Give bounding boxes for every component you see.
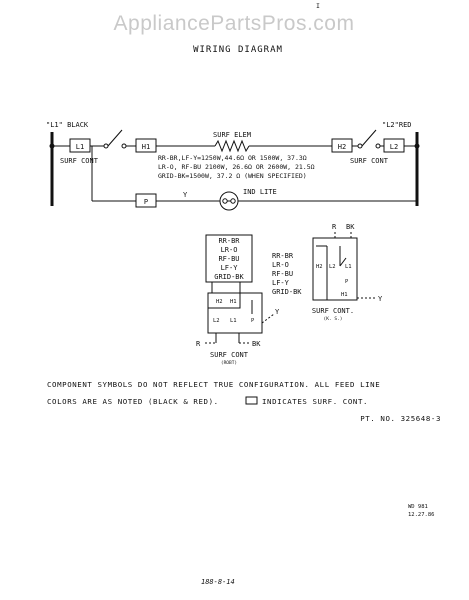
part-number: PT. NO. 325648-3 <box>360 414 441 423</box>
robt-legend-5: GRID-BK <box>214 273 244 281</box>
elem-spec-1: RR-BR,LF-Y=1250W,44.6Ω OR 1500W, 37.3Ω <box>158 154 307 162</box>
robt-legend-2: LR-O <box>221 246 238 254</box>
note-line-2: COLORS ARE AS NOTED (BLACK & RED). <box>47 397 219 406</box>
l1-switch-blade <box>107 129 123 147</box>
h1-terminal-label: H1 <box>142 143 150 151</box>
p-terminal-label: P <box>144 198 148 206</box>
note-line-2-tail: INDICATES SURF. CONT. <box>262 397 368 406</box>
ks-surf-cont-label: SURF CONT. <box>312 307 354 315</box>
note-line-1: COMPONENT SYMBOLS DO NOT REFLECT TRUE CO… <box>47 380 380 389</box>
l1-terminal-label: L1 <box>76 143 84 151</box>
l2-red-label: "L2"RED <box>382 121 412 129</box>
main-schematic: "L1" BLACK "L2"RED L1 SURF CONT H1 SURF … <box>46 121 420 211</box>
robt-legend-1: RR-BR <box>218 237 240 245</box>
ks-legend-4: LF-Y <box>272 279 290 287</box>
l1-black-label: "L1" BLACK <box>46 121 89 129</box>
ks-terminal-h2: H2 <box>316 264 323 270</box>
wire-y-label: Y <box>183 191 188 199</box>
surf-element-resistor <box>214 139 250 153</box>
ks-legend-3: RF-BU <box>272 270 293 278</box>
robertshaw-control: RR-BR LR-O RF-BU LF-Y GRID-BK H2 H1 L2 L… <box>196 234 280 366</box>
ks-terminal-h1: H1 <box>341 292 348 298</box>
robt-control-box <box>207 292 263 334</box>
robt-terminal-h2: H2 <box>216 299 223 305</box>
robt-sub-label: (ROBT) <box>221 360 237 366</box>
date-code: 12.27.86 <box>408 512 435 518</box>
robt-legend-box <box>205 234 253 283</box>
watermark: AppliancePartsPros.com <box>114 12 355 35</box>
elem-spec-2: LR-O, RF-BU 2100W, 26.6Ω OR 2600W, 21.5Ω <box>158 163 315 171</box>
ks-wire-r: R <box>332 223 337 231</box>
ks-wire-bk: BK <box>346 223 355 231</box>
ks-wire-y: Y <box>378 295 383 303</box>
robt-surf-cont-label: SURF CONT <box>210 351 249 359</box>
robt-wire-y: Y <box>275 308 280 316</box>
surf-elem-label: SURF ELEM <box>213 131 251 139</box>
robt-wire-bk: BK <box>252 340 261 348</box>
ks-control-box <box>312 237 358 301</box>
notes: COMPONENT SYMBOLS DO NOT REFLECT TRUE CO… <box>47 380 441 423</box>
surf-cont-symbol-icon <box>245 396 258 405</box>
diagram-title: WIRING DIAGRAM <box>193 45 283 55</box>
l2-terminal-label: L2 <box>390 143 398 151</box>
robt-terminal-l2: L2 <box>213 318 220 324</box>
wd-code: WD 981 <box>408 504 428 510</box>
top-mark: I <box>316 2 320 10</box>
ks-terminal-p: P <box>345 279 349 285</box>
ks-legend-2: LR-O <box>272 261 289 269</box>
robt-terminal-h1: H1 <box>230 299 237 305</box>
surf-cont-left-label: SURF CONT <box>60 157 99 165</box>
ks-legend-1: RR-BR <box>272 252 294 260</box>
ks-control: RR-BR LR-O RF-BU LF-Y GRID-BK R BK H2 L2… <box>272 223 383 322</box>
ks-terminal-l1: L1 <box>345 264 352 270</box>
elem-spec-3: GRID-BK=1500W, 37.2 Ω (WHEN SPECIFIED) <box>158 172 307 180</box>
robt-legend-4: LF-Y <box>221 264 239 272</box>
robt-legend-3: RF-BU <box>218 255 239 263</box>
surf-cont-right-label: SURF CONT <box>350 157 389 165</box>
ks-sub-label: (K. S.) <box>324 316 343 322</box>
ks-legend-5: GRID-BK <box>272 288 302 296</box>
robt-terminal-l1: L1 <box>230 318 237 324</box>
robt-wire-r: R <box>196 340 201 348</box>
l2-switch-blade <box>361 129 377 147</box>
handwritten-note: 188-8-14 <box>201 578 235 586</box>
h2-terminal-label: H2 <box>338 143 346 151</box>
ind-lite-label: IND LITE <box>243 188 277 196</box>
robt-terminal-p: P <box>251 318 255 324</box>
ks-terminal-l2: L2 <box>329 264 336 270</box>
